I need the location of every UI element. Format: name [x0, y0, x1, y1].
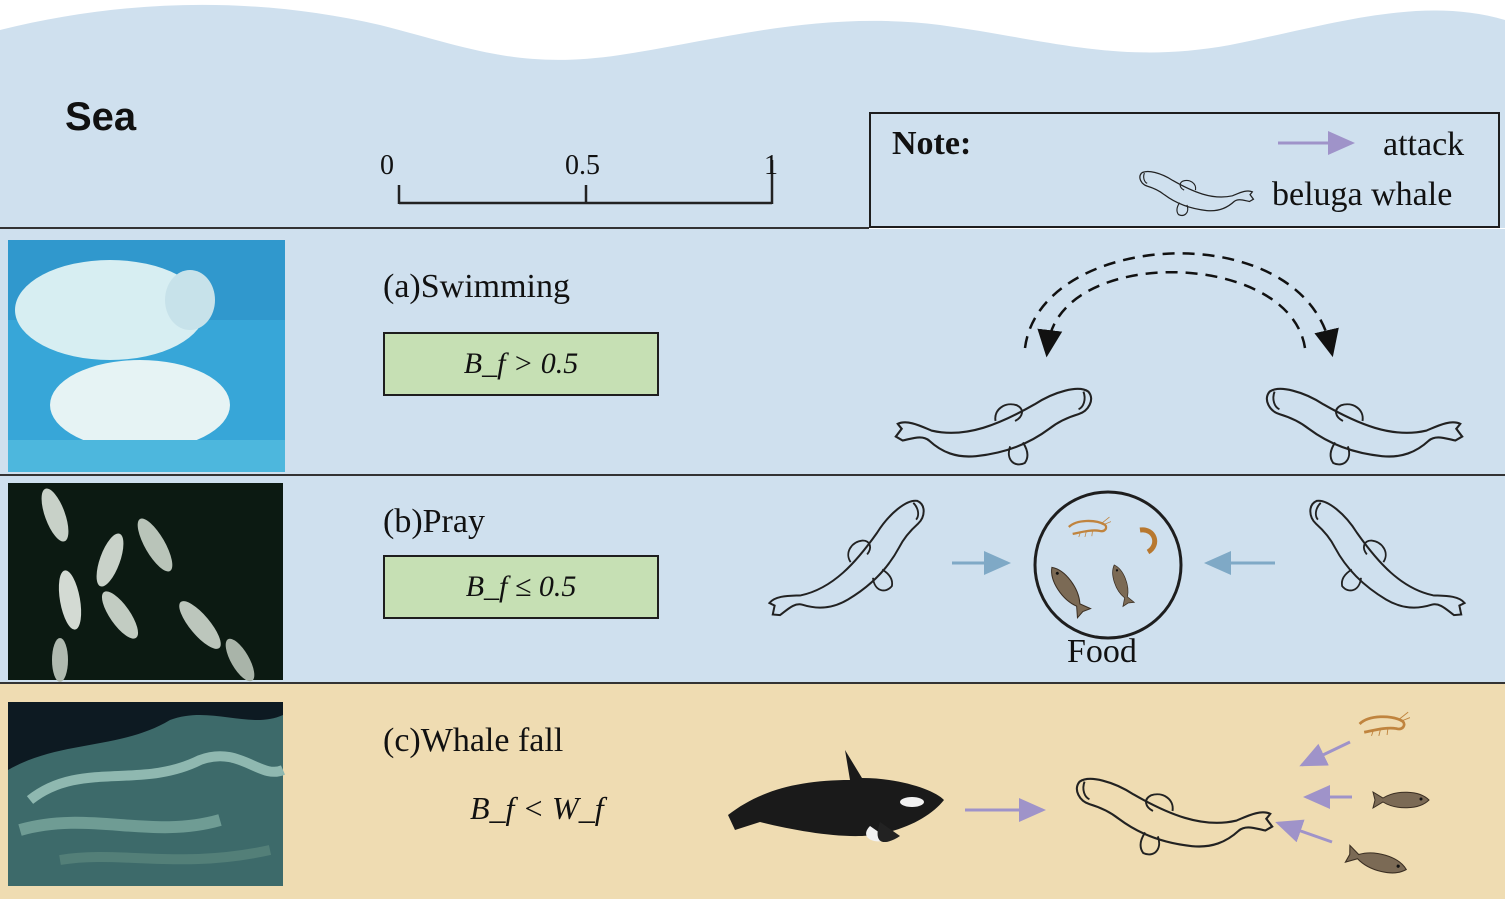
photo-whale-fall	[8, 702, 285, 886]
row-a-condition-text: B_f > 0.5	[463, 347, 579, 380]
attack-arrow	[1275, 819, 1333, 844]
sea-surface	[0, 4, 1505, 228]
orca-icon	[728, 750, 944, 843]
photo-pray	[8, 483, 283, 682]
row-c-label: (c)Whale fall	[383, 722, 564, 759]
scale-bar	[397, 160, 774, 205]
row-a-label: (a)Swimming	[383, 268, 570, 305]
row-b-label: (b)Pray	[383, 503, 485, 540]
note-legend	[869, 112, 1500, 228]
row-b-condition: B_f ≤ 0.5	[383, 555, 659, 619]
scale-tick-0: 0	[380, 150, 394, 181]
note-title: Note:	[892, 125, 972, 162]
row-b-condition-text: B_f ≤ 0.5	[465, 570, 577, 603]
note-whale-label: beluga whale	[1272, 176, 1453, 213]
row-c-condition: B_f < W_f	[470, 790, 604, 826]
scale-tick-1: 1	[764, 150, 778, 181]
scale-tick-half: 0.5	[565, 150, 600, 181]
row-a-condition: B_f > 0.5	[383, 332, 659, 396]
sea-title: Sea	[65, 95, 137, 139]
photo-swimming	[8, 240, 285, 472]
food-label: Food	[1067, 633, 1137, 670]
shrimp-icon	[1139, 527, 1158, 555]
food-circle-icon	[1033, 490, 1183, 640]
swim-arc-outer	[1023, 252, 1339, 358]
note-attack-label: attack	[1383, 126, 1465, 163]
swim-arc-inner	[1037, 271, 1307, 358]
attack-arrow	[1299, 740, 1351, 767]
